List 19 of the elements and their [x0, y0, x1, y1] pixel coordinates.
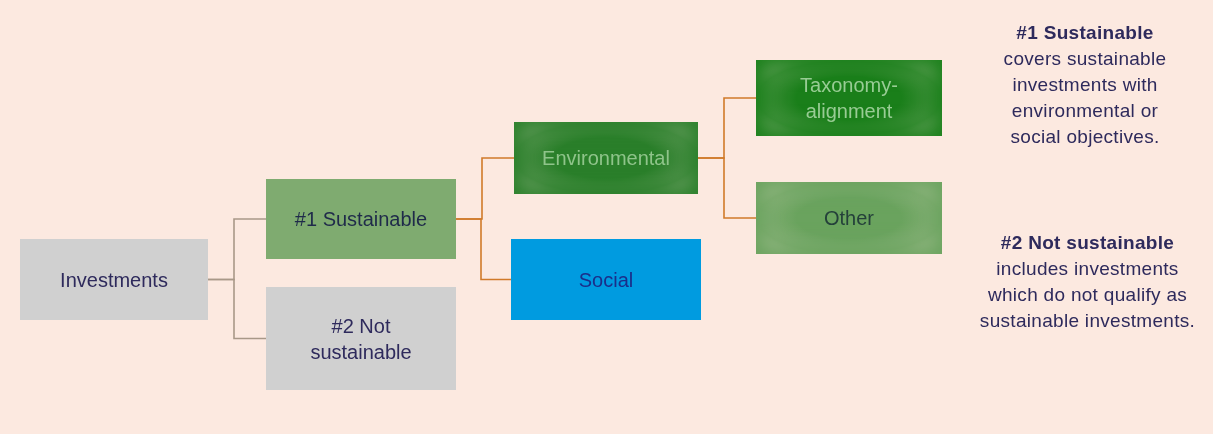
connector-line: [207, 278, 267, 340]
box-label: Taxonomy-alignment: [799, 73, 899, 124]
category-box: [266, 287, 456, 390]
box-label: #1 Sustainable: [294, 207, 428, 232]
connector-line: [697, 157, 757, 219]
connector-line: [455, 218, 512, 281]
category-box: [514, 122, 698, 194]
category-box: [756, 60, 942, 136]
box-label: Social: [578, 267, 634, 293]
box-label: Investments: [60, 267, 168, 293]
category-box: [20, 239, 208, 320]
box-label: Environmental: [542, 146, 670, 171]
category-box: [266, 179, 456, 259]
note-text: #2 Not sustainable includes investments which do not qualify as sustainable investments.: [978, 231, 1197, 333]
note-text: #1 Sustainable covers sustainable investments with environmental or social objectives.: [1002, 21, 1168, 149]
category-box: [511, 239, 701, 320]
category-box: [756, 182, 942, 254]
box-label: Other: [824, 206, 874, 231]
box-label: #2 Not sustainable: [309, 313, 413, 365]
